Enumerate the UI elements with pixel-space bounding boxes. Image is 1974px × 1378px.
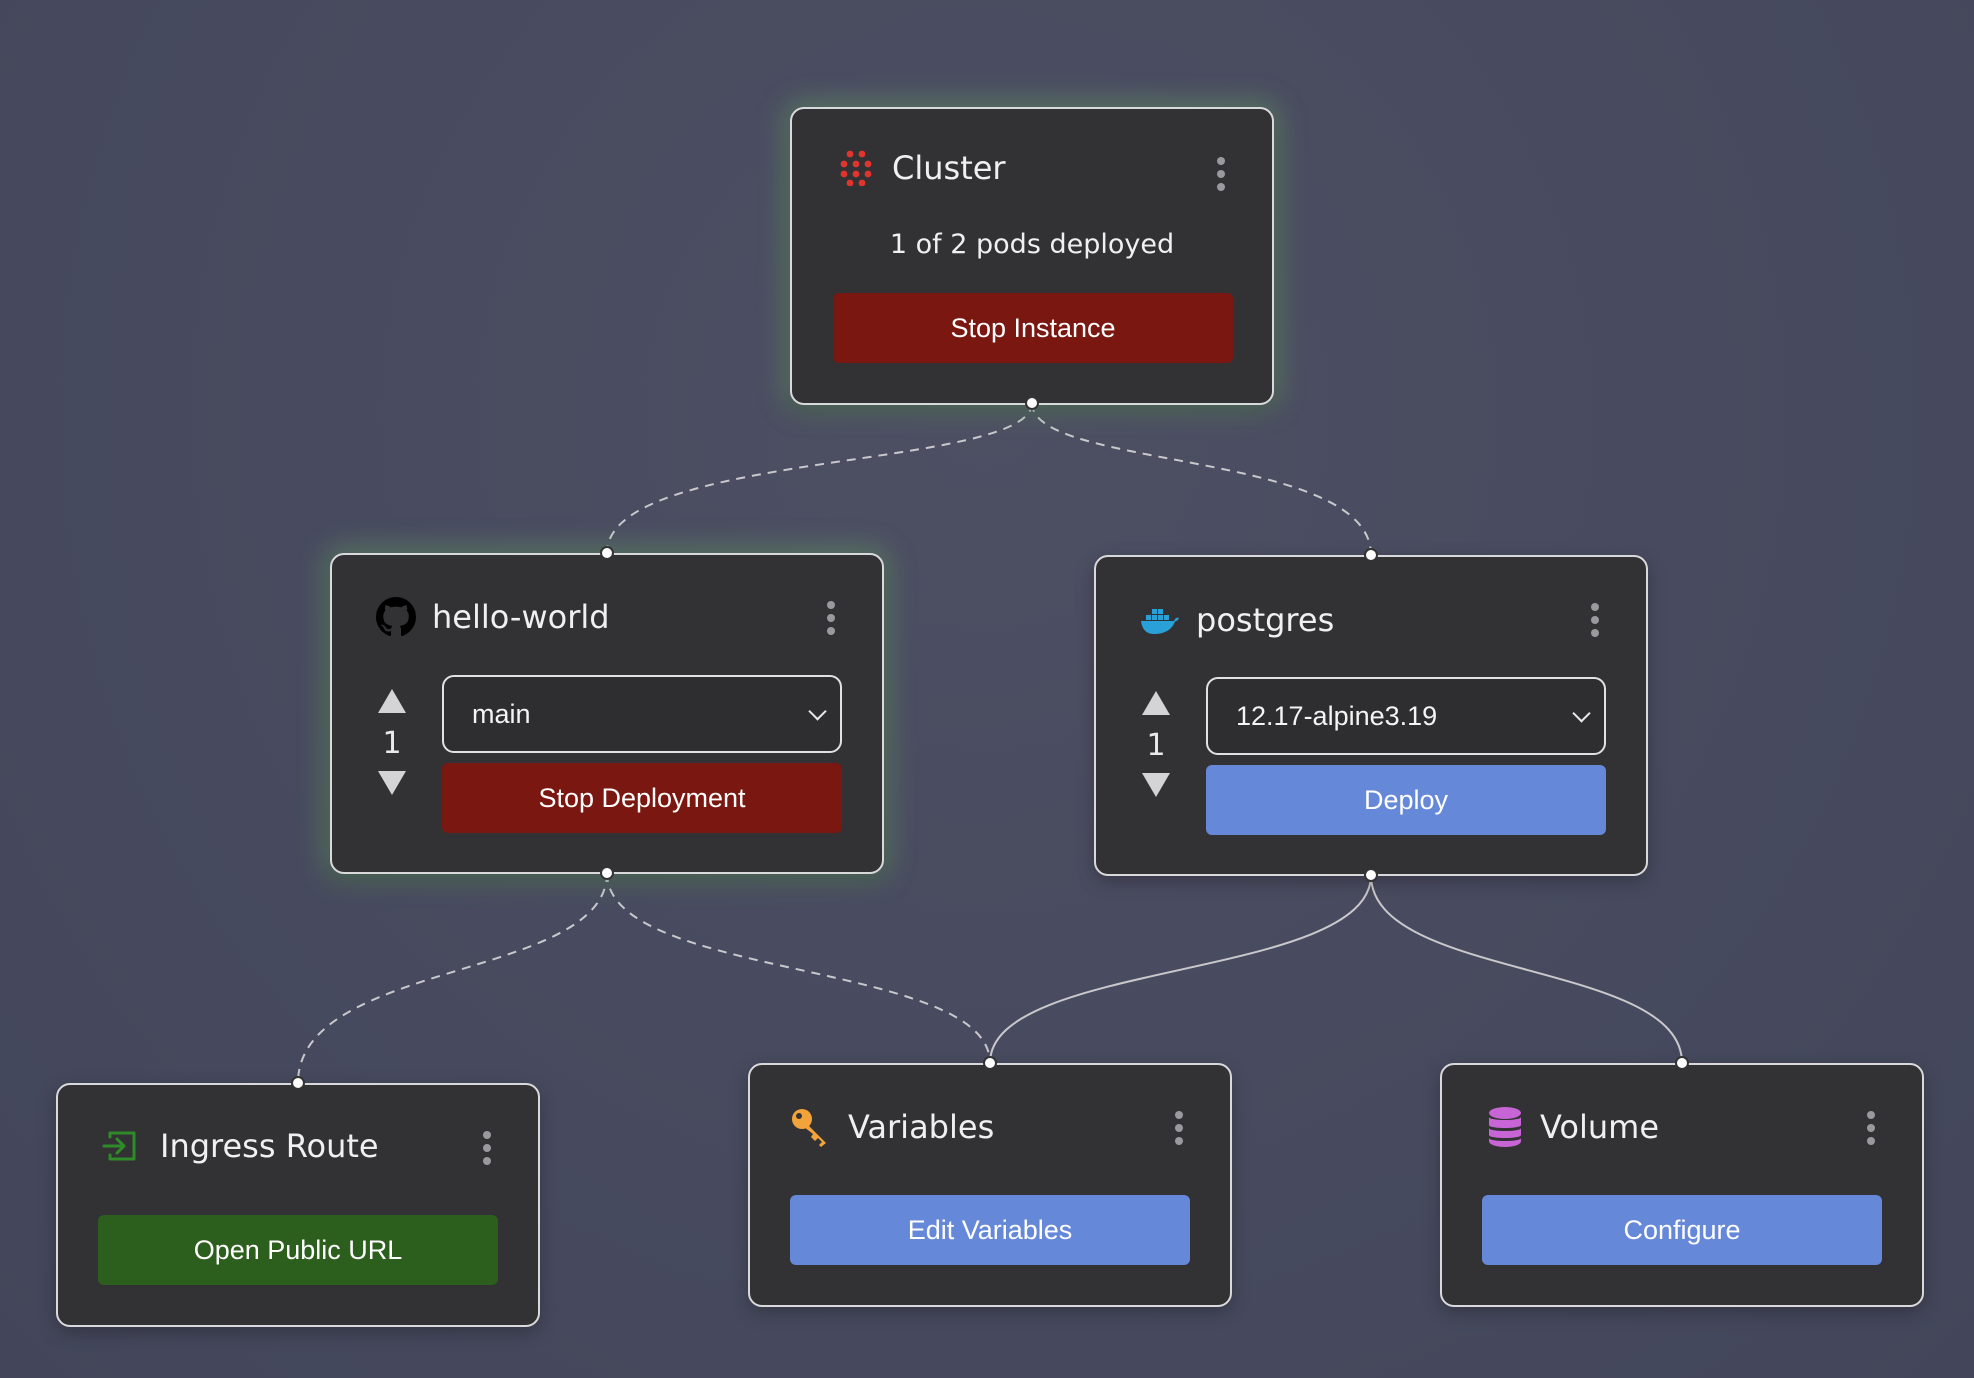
increment-icon[interactable] — [1142, 691, 1170, 715]
version-select-value: 12.17-alpine3.19 — [1236, 700, 1438, 731]
cluster-menu-icon[interactable] — [1216, 157, 1226, 191]
hello-world-menu-icon[interactable] — [826, 601, 836, 635]
edge-cluster-postgres — [1031, 402, 1372, 556]
replica-count: 1 — [1146, 728, 1166, 763]
volume-target-handle[interactable] — [1675, 1056, 1689, 1070]
postgres-title: postgres — [1196, 601, 1335, 639]
increment-icon[interactable] — [378, 689, 406, 713]
volume-title: Volume — [1540, 1108, 1660, 1146]
edge-hello-world-ingress — [297, 872, 608, 1084]
deploy-button[interactable]: Deploy — [1206, 765, 1606, 835]
hello-world-title: hello-world — [432, 598, 610, 636]
github-icon — [376, 597, 416, 637]
stop-instance-button[interactable]: Stop Instance — [833, 293, 1233, 363]
decrement-icon[interactable] — [378, 771, 406, 795]
variables-title: Variables — [848, 1108, 995, 1146]
branch-select[interactable]: main — [442, 675, 842, 753]
branch-select-value: main — [472, 698, 531, 729]
replica-count: 1 — [382, 726, 402, 761]
variables-menu-icon[interactable] — [1174, 1111, 1184, 1145]
edge-postgres-variables — [989, 874, 1372, 1064]
edge-cluster-hello-world — [606, 402, 1033, 554]
hello-world-node[interactable]: hello-world 1 main Stop Deployment — [330, 553, 884, 874]
edge-hello-world-variables — [606, 872, 991, 1064]
open-public-url-button[interactable]: Open Public URL — [98, 1215, 498, 1285]
ingress-icon — [102, 1128, 138, 1164]
hello-world-target-handle[interactable] — [600, 546, 614, 560]
postgres-replica-stepper: 1 — [1136, 691, 1176, 797]
docker-icon — [1140, 605, 1180, 635]
decrement-icon[interactable] — [1142, 773, 1170, 797]
postgres-menu-icon[interactable] — [1590, 603, 1600, 637]
cluster-source-handle[interactable] — [1025, 396, 1039, 410]
ingress-menu-icon[interactable] — [482, 1131, 492, 1165]
edge-postgres-volume — [1370, 874, 1683, 1064]
version-select[interactable]: 12.17-alpine3.19 — [1206, 677, 1606, 755]
postgres-node[interactable]: postgres 1 12.17-alpine3.19 Deploy — [1094, 555, 1648, 876]
variables-target-handle[interactable] — [983, 1056, 997, 1070]
ingress-target-handle[interactable] — [291, 1076, 305, 1090]
database-icon — [1488, 1107, 1522, 1147]
volume-node[interactable]: Volume Configure — [1440, 1063, 1924, 1307]
volume-menu-icon[interactable] — [1866, 1111, 1876, 1145]
edit-variables-button[interactable]: Edit Variables — [790, 1195, 1190, 1265]
variables-node[interactable]: Variables Edit Variables — [748, 1063, 1232, 1307]
postgres-source-handle[interactable] — [1364, 868, 1378, 882]
cluster-icon — [838, 150, 874, 187]
stop-deployment-button[interactable]: Stop Deployment — [442, 763, 842, 833]
cluster-status: 1 of 2 pods deployed — [889, 229, 1175, 260]
hello-world-source-handle[interactable] — [600, 866, 614, 880]
configure-button[interactable]: Configure — [1482, 1195, 1882, 1265]
ingress-title: Ingress Route — [160, 1127, 379, 1165]
ingress-route-node[interactable]: Ingress Route Open Public URL — [56, 1083, 540, 1327]
chevron-down-icon — [808, 702, 827, 721]
hello-world-replica-stepper: 1 — [372, 689, 412, 795]
chevron-down-icon — [1572, 704, 1591, 723]
key-icon — [790, 1107, 830, 1147]
cluster-node[interactable]: Cluster 1 of 2 pods deployed Stop Instan… — [790, 107, 1274, 405]
cluster-title: Cluster — [892, 149, 1006, 187]
postgres-target-handle[interactable] — [1364, 548, 1378, 562]
